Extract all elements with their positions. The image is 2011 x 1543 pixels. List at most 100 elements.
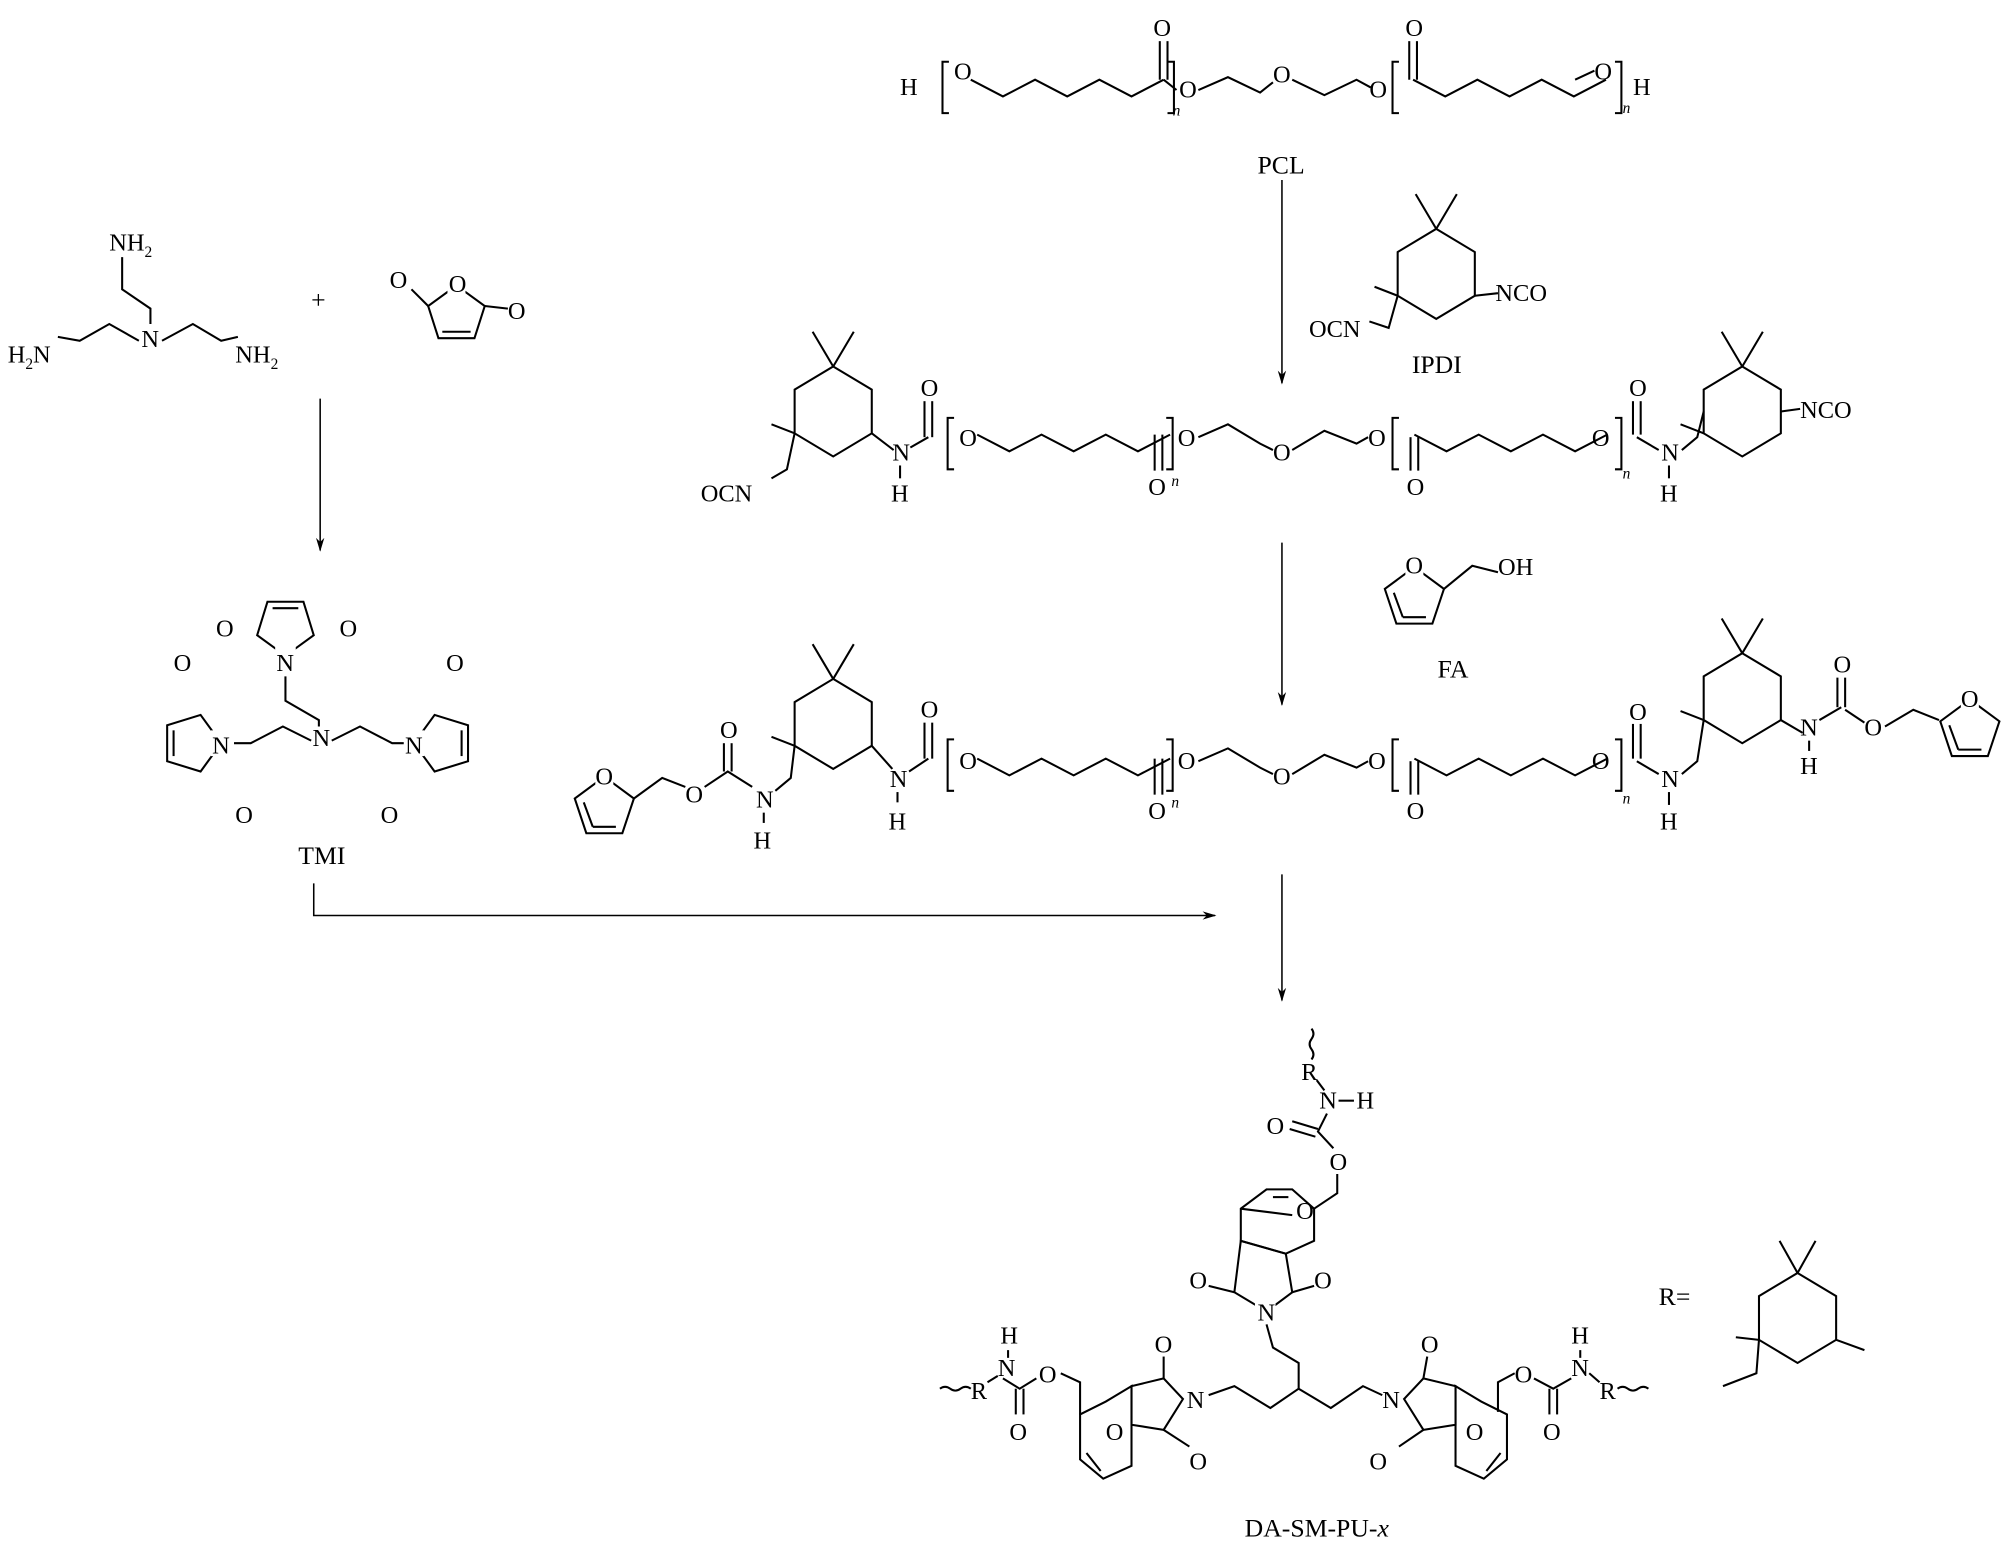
atom-o: O — [1189, 1449, 1207, 1476]
atom-o: O — [1629, 375, 1647, 402]
atom-o: O — [1368, 425, 1386, 452]
atom-n: N — [1571, 1355, 1589, 1382]
atom-h: H — [1633, 74, 1651, 101]
atom-o: O — [235, 802, 253, 829]
fa-capped-prepolymer-structure: O O O N H N H O O O n O O O O O n O N H … — [573, 617, 2001, 855]
atom-o: O — [1273, 439, 1291, 466]
atom-o: O — [1405, 15, 1423, 42]
atom-h: H — [900, 74, 918, 101]
atom-o: O — [1405, 552, 1423, 579]
atom-n: N — [212, 732, 230, 759]
atom-n: N — [312, 725, 330, 752]
atom-o: O — [174, 650, 192, 677]
atom-o: O — [1368, 748, 1386, 775]
atom-n: N — [1319, 1087, 1337, 1114]
atom-o: O — [1039, 1361, 1057, 1388]
atom-o: O — [1314, 1267, 1332, 1294]
atom-h: H — [1660, 480, 1678, 507]
atom-o: O — [339, 615, 357, 642]
atom-o: O — [381, 802, 399, 829]
subscript: 2 — [25, 356, 33, 373]
atom-h: H — [8, 342, 26, 369]
atom-n: N — [1800, 714, 1818, 741]
atom-o: O — [1330, 1149, 1348, 1176]
atom-o: O — [921, 696, 939, 723]
atom-o: O — [1864, 714, 1882, 741]
atom-o: O — [446, 650, 464, 677]
atom-o: O — [1369, 1449, 1387, 1476]
atom-h: H — [1571, 1323, 1589, 1350]
atom-nh: NH — [235, 342, 270, 369]
subscript: 2 — [145, 244, 153, 261]
atom-o: O — [216, 615, 234, 642]
tmi-structure: N O O N N O O N O O TMI — [166, 600, 470, 870]
subscript: 2 — [271, 356, 279, 373]
tren-structure: NH2 N H2N NH2 — [8, 230, 279, 373]
atom-o: O — [1189, 1267, 1207, 1294]
pcl-label: PCL — [1258, 151, 1305, 180]
nco-prepolymer-structure: OCN N H O O O n O O O O O n O N H NCO — [701, 330, 1852, 507]
atom-o: O — [1592, 748, 1610, 775]
atom-o: O — [954, 59, 972, 86]
atom-o: O — [1594, 59, 1612, 86]
da-sm-pu-structure: R N H O O O O O N N O O O O O N H R N O … — [939, 1028, 1650, 1543]
atom-r: R — [1600, 1378, 1617, 1405]
atom-o: O — [1296, 1198, 1314, 1225]
atom-o: O — [449, 271, 467, 298]
atom-o: O — [1421, 1332, 1439, 1359]
atom-o: O — [1273, 763, 1291, 790]
atom-o: O — [390, 267, 408, 294]
tmi-label: TMI — [298, 841, 345, 870]
atom-n: N — [998, 1355, 1016, 1382]
pcl-structure: H O O n O O O O O n H PCL — [900, 15, 1651, 180]
repeat-n: n — [1171, 795, 1179, 812]
repeat-n: n — [1173, 103, 1181, 120]
product-label-suffix: x — [1376, 1514, 1389, 1543]
atom-r: R — [971, 1378, 988, 1405]
atom-o: O — [685, 781, 703, 808]
atom-o: O — [959, 425, 977, 452]
atom-nco: NCO — [1800, 397, 1852, 424]
atom-o: O — [959, 748, 977, 775]
r-group-definition: R= — [1659, 1240, 1865, 1388]
atom-n: N — [405, 732, 423, 759]
atom-n: N — [1661, 439, 1679, 466]
atom-o: O — [1961, 686, 1979, 713]
atom-h2n: H2N — [8, 342, 51, 373]
atom-h: H — [891, 480, 909, 507]
maleic-anhydride-structure: O O O — [390, 267, 526, 340]
repeat-n: n — [1623, 100, 1631, 117]
atom-o: O — [1466, 1419, 1484, 1446]
atom-o: O — [1515, 1361, 1533, 1388]
atom-n: N — [756, 787, 774, 814]
atom-h: H — [753, 828, 771, 855]
atom-o: O — [1543, 1419, 1561, 1446]
atom-o: O — [1178, 425, 1196, 452]
product-label-line: DA-SM-PU-x — [1245, 1514, 1390, 1543]
atom-ocn: OCN — [701, 480, 753, 507]
atom-n: N — [141, 326, 159, 353]
atom-nco: NCO — [1495, 280, 1547, 307]
atom-n: N — [1382, 1387, 1400, 1414]
atom-oh: OH — [1498, 554, 1533, 581]
atom-o: O — [1179, 77, 1197, 104]
ipdi-label: IPDI — [1412, 350, 1462, 379]
atom-n: N — [890, 766, 908, 793]
plus-sign: + — [311, 286, 325, 315]
atom-o: O — [1148, 798, 1166, 825]
atom-h: H — [1000, 1323, 1018, 1350]
atom-n: N — [276, 650, 294, 677]
r-equals-label: R= — [1659, 1282, 1691, 1311]
fa-structure: O OH FA — [1383, 552, 1533, 684]
atom-o: O — [720, 717, 738, 744]
atom-o: O — [1629, 699, 1647, 726]
repeat-n: n — [1623, 465, 1631, 482]
repeat-n: n — [1171, 473, 1179, 490]
atom-o: O — [1369, 77, 1387, 104]
atom-n: N — [1187, 1387, 1205, 1414]
atom-n: N — [1661, 766, 1679, 793]
atom-o: O — [1407, 798, 1425, 825]
fa-label: FA — [1438, 655, 1469, 684]
atom-o: O — [1153, 15, 1171, 42]
atom-n: N — [33, 342, 51, 369]
